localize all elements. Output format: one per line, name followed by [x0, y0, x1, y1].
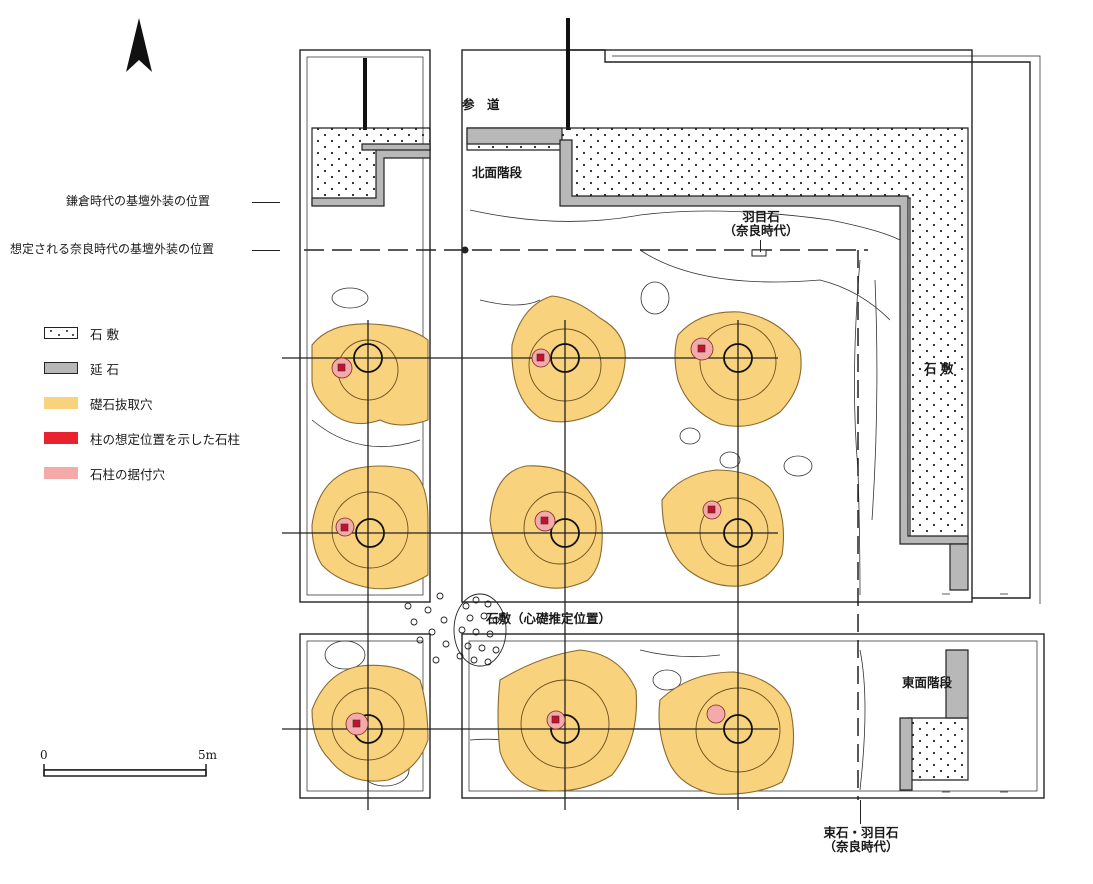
haneme-east-label: 束石・羽目石 （奈良時代）: [823, 825, 899, 854]
pit-s-2: [658, 671, 795, 795]
pit-m-2: [661, 469, 785, 587]
center-cornerstone-label: 石敷（心礎推定位置）: [486, 611, 612, 626]
pit-n-1: [511, 295, 626, 423]
ground-features: [311, 209, 901, 791]
legend-item-pillar-socket: 石柱の据付穴: [44, 466, 165, 482]
kamakura-leader: [252, 202, 280, 203]
pit-s-1: [497, 649, 638, 792]
edge-ticks: [942, 593, 1008, 793]
pit-sw-1: [311, 664, 429, 782]
pillar-stones: [337, 344, 716, 728]
legend-swatch-ishijiki: [44, 327, 78, 339]
scale-start-label: 0: [40, 748, 48, 762]
legend-swatch-nobeishi: [44, 362, 78, 374]
ishijiki-east-label: 石 敷: [924, 361, 954, 376]
pillar-circles: [353, 343, 753, 744]
sando-marks: [461, 50, 469, 254]
pit-nw-2: [311, 465, 429, 590]
east-stairs-label: 東面階段: [902, 675, 953, 690]
haneme-north-leader: [760, 240, 761, 252]
north-stairs-label: 北面階段: [472, 165, 523, 180]
haneme-stone-north: [751, 249, 767, 257]
nobeishi-strips: [311, 127, 969, 791]
wall-lines: [363, 18, 570, 130]
cobble-stones: [404, 592, 507, 667]
pit-nw-1: [311, 323, 429, 426]
legend-item-pillar-stone: 柱の想定位置を示した石柱: [44, 431, 240, 447]
haneme-east-leader: [860, 800, 861, 824]
legend-swatch-pillar-stone: [44, 432, 78, 444]
legend-swatch-soseki-pit: [44, 397, 78, 409]
trench-outlines: [299, 49, 1045, 799]
legend-swatch-pillar-socket: [44, 467, 78, 479]
nara-dashed-lines: [304, 249, 868, 800]
legend-item-nobeishi: 延 石: [44, 361, 119, 377]
north-arrow-icon: [126, 18, 152, 72]
nara-leader: [252, 250, 280, 251]
nara-label: 想定される奈良時代の基壇外装の位置: [10, 242, 215, 256]
kamakura-label: 鎌倉時代の基壇外装の位置: [66, 194, 211, 208]
scale-end-label: 5m: [198, 748, 218, 762]
haneme-north-label: 羽目石 （奈良時代）: [723, 209, 799, 238]
legend-item-soseki-pit: 礎石抜取穴: [44, 396, 153, 412]
sando-label: 参 道: [462, 97, 500, 112]
scale-bar: [43, 764, 207, 777]
legend-item-ishijiki: 石 敷: [44, 326, 119, 342]
